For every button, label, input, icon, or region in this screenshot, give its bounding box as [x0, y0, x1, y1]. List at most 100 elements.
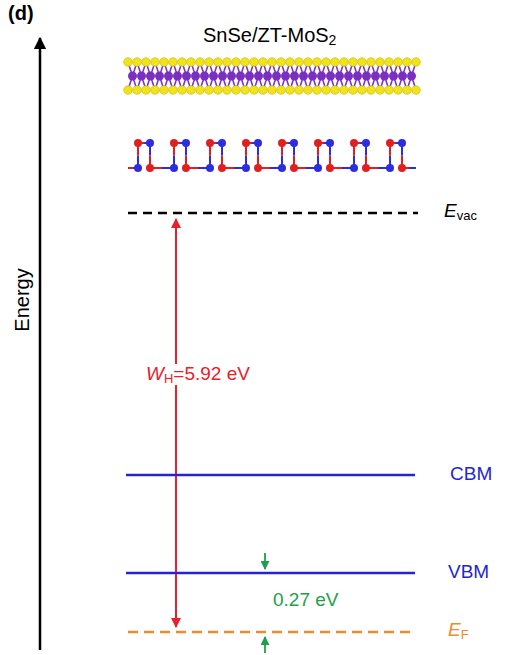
s-atom [169, 86, 178, 95]
s-atom [223, 58, 232, 67]
s-atom [304, 58, 313, 67]
sn-se-atom [350, 164, 358, 172]
sn-se-atom [134, 164, 142, 172]
mo-atom [308, 72, 317, 81]
mos2-layer [124, 58, 421, 95]
s-atom [151, 86, 160, 95]
s-atom [196, 86, 205, 95]
s-atom [205, 58, 214, 67]
work-function-subscript: H [164, 372, 173, 386]
sn-se-atom [362, 139, 370, 147]
sn-se-atom [398, 139, 406, 147]
s-atom [178, 86, 187, 95]
mo-atom [371, 72, 380, 81]
sn-se-atom [326, 139, 334, 147]
work-function-value: =5.92 eV [173, 364, 250, 385]
s-atom [250, 58, 259, 67]
s-atom [286, 86, 295, 95]
mo-atom [146, 72, 155, 81]
cbm-line [126, 474, 415, 477]
sn-se-atom [386, 164, 394, 172]
sn-se-atom [326, 164, 334, 172]
fermi-level-subscript: F [461, 628, 469, 642]
structure-title: SnSe/ZT-MoS [203, 24, 329, 46]
vbm-line [126, 572, 415, 575]
s-atom [250, 86, 259, 95]
s-atom [214, 58, 223, 67]
mo-atom [272, 72, 281, 81]
sn-se-atom [254, 139, 262, 147]
s-atom [124, 58, 133, 67]
sn-se-atom [146, 164, 154, 172]
s-atom [124, 86, 133, 95]
mo-atom [362, 72, 371, 81]
s-atom [187, 58, 196, 67]
s-atom [313, 86, 322, 95]
vacuum-level-subscript: vac [457, 209, 477, 223]
mo-atom [299, 72, 308, 81]
mo-atom [398, 72, 407, 81]
s-atom [151, 58, 160, 67]
s-atom [286, 58, 295, 67]
axis-label: Energy [11, 268, 33, 331]
sn-se-atom [278, 139, 286, 147]
s-atom [358, 86, 367, 95]
sn-se-atom [254, 164, 262, 172]
s-atom [277, 58, 286, 67]
mo-atom [317, 72, 326, 81]
mo-atom [191, 72, 200, 81]
s-atom [331, 58, 340, 67]
s-atom [259, 86, 268, 95]
panel-letter: (d) [8, 2, 34, 24]
s-atom [304, 86, 313, 95]
sn-se-atom [170, 139, 178, 147]
mo-atom [155, 72, 164, 81]
sn-se-atom [146, 139, 154, 147]
cbm-label: CBM [450, 464, 492, 485]
s-atom [322, 58, 331, 67]
sn-se-atom [362, 164, 370, 172]
mo-atom [263, 72, 272, 81]
sn-se-atom [170, 164, 178, 172]
sn-se-bond [128, 167, 133, 169]
sn-se-atom [218, 139, 226, 147]
sn-se-atom [290, 139, 298, 147]
gap-arrow-down [264, 553, 266, 569]
s-atom [133, 58, 142, 67]
sn-se-atom [314, 139, 322, 147]
mo-atom [209, 72, 218, 81]
s-atom [349, 86, 358, 95]
energy-axis [39, 38, 42, 650]
mo-atom [164, 72, 173, 81]
snse-layer [128, 139, 416, 172]
mo-atom [281, 72, 290, 81]
s-atom [394, 58, 403, 67]
work-function-arrow [175, 219, 177, 627]
s-atom [367, 86, 376, 95]
vacuum-level-line [128, 212, 418, 215]
mo-atom [227, 72, 236, 81]
mo-atom [236, 72, 245, 81]
s-atom [367, 58, 376, 67]
s-atom [160, 86, 169, 95]
mo-atom [335, 72, 344, 81]
s-atom [295, 86, 304, 95]
mo-atom [407, 72, 416, 81]
s-atom [322, 86, 331, 95]
s-atom [277, 86, 286, 95]
s-atom [214, 86, 223, 95]
s-atom [268, 86, 277, 95]
title-subscript: 2 [329, 33, 337, 48]
s-atom [187, 86, 196, 95]
mo-atom [128, 72, 137, 81]
mo-atom [254, 72, 263, 81]
s-atom [385, 58, 394, 67]
sn-se-atom [242, 139, 250, 147]
mo-atom [200, 72, 209, 81]
s-atom [133, 86, 142, 95]
sn-se-bond [409, 167, 416, 169]
s-atom [358, 58, 367, 67]
fermi-level-line [128, 631, 415, 634]
sn-se-atom [242, 164, 250, 172]
